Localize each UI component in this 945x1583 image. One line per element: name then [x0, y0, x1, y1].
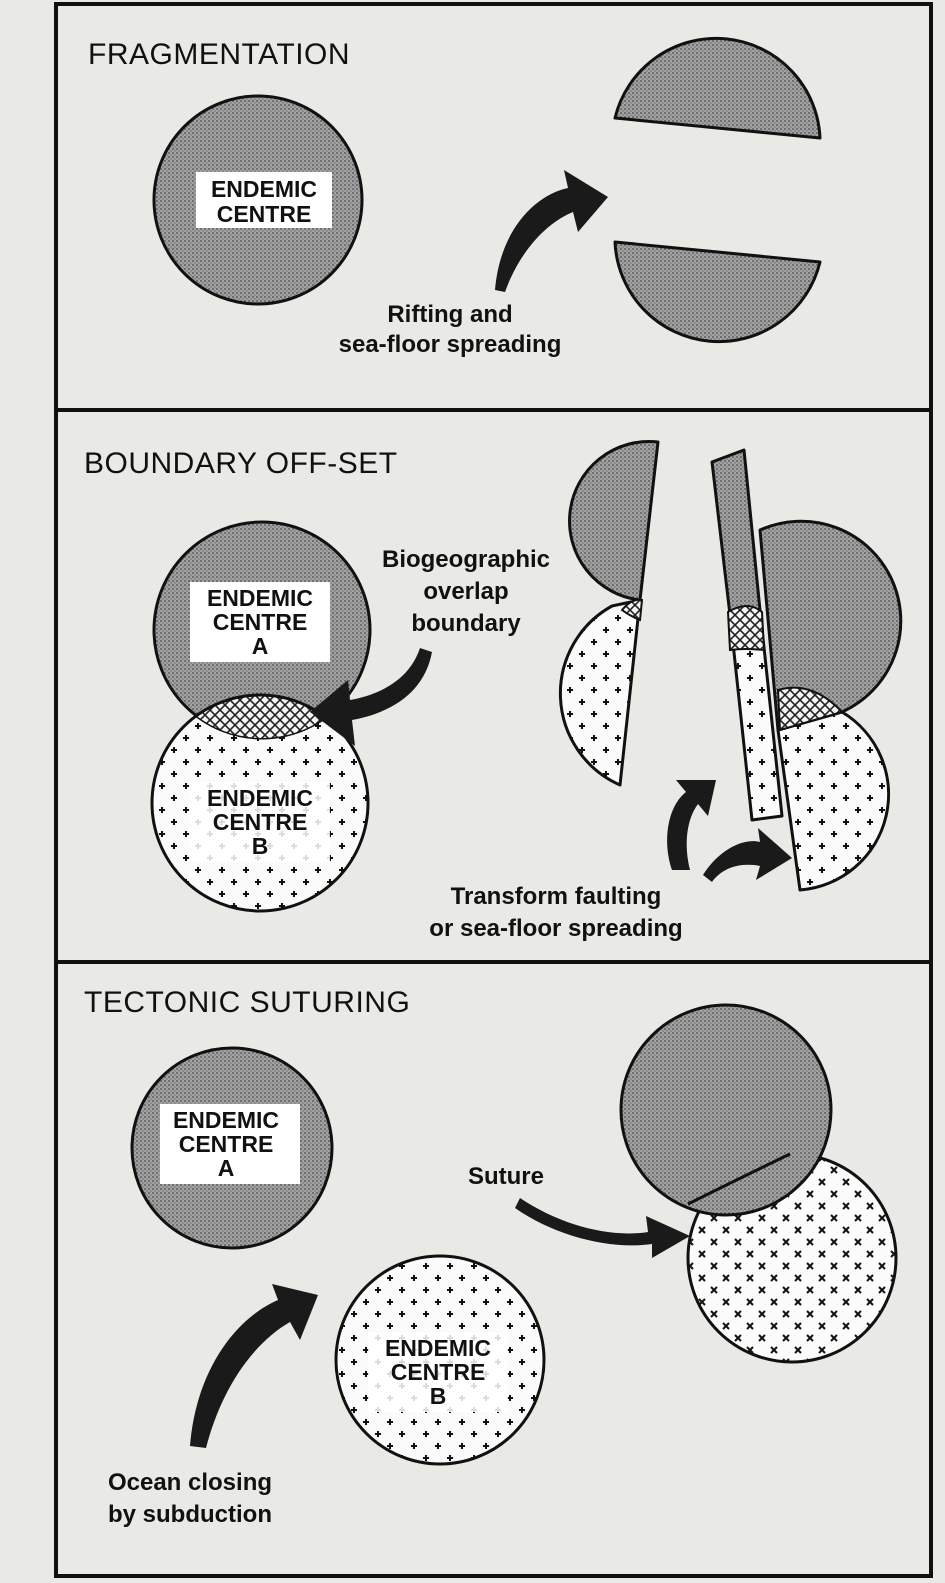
- centre-b-label-box: [190, 782, 330, 862]
- suture-centre-a-label-box: [160, 1104, 300, 1184]
- offset-left-overlap: [620, 598, 644, 622]
- fragment-upper-half: [613, 36, 822, 140]
- overlap-label-line1: Biogeographic: [382, 546, 550, 573]
- suture-line: [687, 1152, 791, 1206]
- suture-centre-b-label-box: [368, 1332, 508, 1412]
- suture-centre-a-line1: ENDEMIC: [173, 1107, 279, 1133]
- centre-b-label-line3: B: [252, 833, 269, 859]
- panel-fragmentation: FRAGMENTATION ENDEMIC CENTRE Rifting and…: [88, 36, 822, 358]
- suture-centre-a-line3: A: [218, 1155, 235, 1181]
- centre-a-label-line3: A: [252, 633, 269, 659]
- panel-title-fragmentation: FRAGMENTATION: [88, 38, 350, 71]
- suture-centre-b-line3: B: [430, 1383, 447, 1409]
- suture-arrow-icon: [515, 1198, 690, 1258]
- centre-label-line1: ENDEMIC: [211, 176, 317, 202]
- subduction-arrow-icon: [190, 1284, 318, 1448]
- centre-a-label-line1: ENDEMIC: [207, 585, 313, 611]
- offset-sliver-upper: [710, 448, 762, 617]
- offset-left-upper-fragment: [568, 440, 660, 602]
- offset-right-overlap: [776, 686, 844, 732]
- centre-a-label-line2: CENTRE: [213, 609, 308, 635]
- subduction-caption-line2: by subduction: [108, 1501, 272, 1528]
- overlap-label-line3: boundary: [411, 610, 521, 637]
- rifting-arrow-icon: [495, 170, 608, 292]
- outer-frame: [54, 2, 933, 1578]
- transform-caption-line1: Transform faulting: [451, 883, 662, 910]
- panel-boundary-offset: BOUNDARY OFF-SET ENDEMIC CENTRE A ENDEMI…: [84, 440, 903, 942]
- fault-arrow-1-icon: [667, 780, 716, 870]
- panel-title-tectonic-suturing: TECTONIC SUTURING: [84, 986, 410, 1019]
- suture-label: Suture: [468, 1163, 544, 1190]
- suture-centre-a-line2: CENTRE: [179, 1131, 274, 1157]
- panel-title-boundary-offset: BOUNDARY OFF-SET: [84, 447, 398, 480]
- offset-left-lower-fragment: [558, 598, 642, 787]
- centre-label-box: [196, 172, 332, 228]
- suture-centre-b-line2: CENTRE: [391, 1359, 486, 1385]
- fragment-lower-half: [613, 240, 822, 344]
- suture-centre-b-line1: ENDEMIC: [385, 1335, 491, 1361]
- panel-tectonic-suturing: TECTONIC SUTURING ENDEMIC CENTRE A ENDEM…: [84, 986, 898, 1528]
- offset-right-lower-half: [776, 710, 891, 892]
- rifting-caption-line1: Rifting and: [387, 301, 512, 328]
- centre-a-label-box: [190, 582, 330, 662]
- offset-right-upper-half: [758, 519, 903, 732]
- centre-b-label-line1: ENDEMIC: [207, 785, 313, 811]
- fault-arrow-2-icon: [703, 828, 792, 882]
- transform-caption-line2: or sea-floor spreading: [429, 915, 682, 942]
- centre-label-line2: CENTRE: [217, 201, 312, 227]
- rifting-caption-line2: sea-floor spreading: [339, 331, 562, 358]
- overlap-label-line2: overlap: [423, 578, 508, 605]
- overlap-pointer-arrow-icon: [310, 648, 432, 746]
- sutured-upper-circle: [619, 1003, 833, 1217]
- subduction-caption-line1: Ocean closing: [108, 1469, 272, 1496]
- offset-sliver-overlap: [726, 605, 766, 652]
- centre-b-label-line2: CENTRE: [213, 809, 308, 835]
- overlap-zone: [154, 693, 370, 738]
